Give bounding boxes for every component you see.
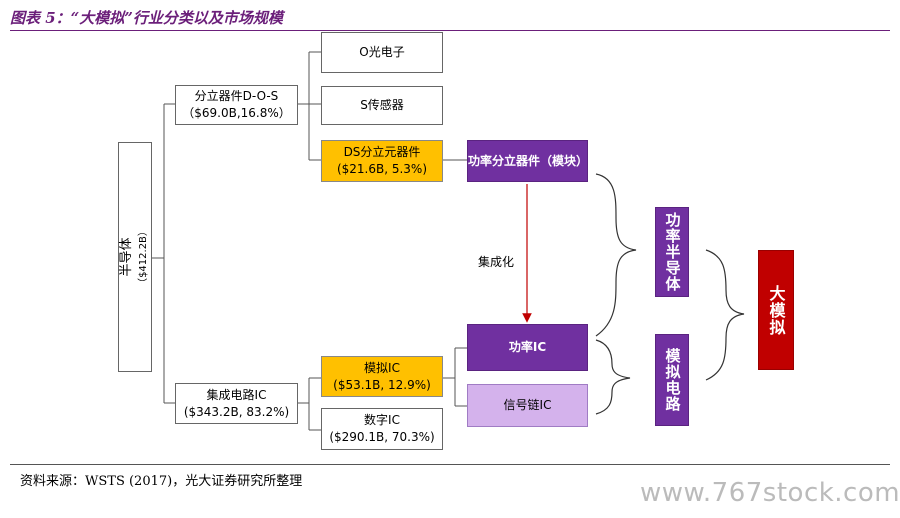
optoelectronics-label: O光电子 [359,45,405,59]
footer-rule [10,464,890,465]
source-note: 资料来源：WSTS (2017)，光大证券研究所整理 [20,474,303,489]
optoelectronics-box: O光电子 [321,32,443,73]
power-ic-label: 功率IC [508,340,547,354]
integrated-circuit-box: 集成电路IC ($343.2B, 83.2%) [175,383,298,424]
discrete-components-value: ($21.6B, 5.3%) [336,162,428,176]
digital-ic-value: ($290.1B, 70.3%) [329,430,435,444]
analog-circuit-box: 模拟电路 [655,334,689,426]
semiconductor-value: （$412.2B） [138,226,149,288]
big-analog-label: 大模拟 [766,284,786,336]
watermark: www.767stock.com [640,478,900,508]
power-ic-box: 功率IC [467,324,588,371]
discrete-components-box: DS分立元器件 ($21.6B, 5.3%) [321,140,443,182]
power-semiconductor-label: 功率半导体 [663,212,682,292]
power-semiconductor-box: 功率半导体 [655,207,689,297]
signal-chain-ic-label: 信号链IC [503,398,552,412]
digital-ic-box: 数字IC ($290.1B, 70.3%) [321,408,443,450]
semiconductor-box: 半导体 （$412.2B） [118,142,152,372]
semiconductor-label: 半导体 [119,237,134,277]
sensor-box: S传感器 [321,86,443,125]
big-analog-box: 大模拟 [758,250,794,370]
discrete-dos-box: 分立器件D-O-S （$69.0B,16.8%） [175,85,298,125]
integrated-circuit-value: ($343.2B, 83.2%) [183,404,290,419]
discrete-dos-value: （$69.0B,16.8%） [182,106,291,120]
signal-chain-ic-box: 信号链IC [467,384,588,427]
discrete-dos-label: 分立器件D-O-S [194,89,279,103]
title-rule [10,30,890,31]
digital-ic-label: 数字IC [364,413,400,427]
discrete-components-label: DS分立元器件 [343,145,421,159]
integration-label: 集成化 [478,255,515,269]
analog-ic-box: 模拟IC ($53.1B, 12.9%) [321,356,443,397]
power-discrete-box: 功率分立器件（模块） [467,140,588,182]
analog-ic-label: 模拟IC [364,360,400,375]
integrated-circuit-label: 集成电路IC [206,387,267,402]
analog-ic-value: ($53.1B, 12.9%) [333,377,431,392]
analog-circuit-label: 模拟电路 [663,348,682,412]
figure-title: 图表 5：“大模拟”行业分类以及市场规模 [10,9,283,27]
sensor-label: S传感器 [360,98,404,112]
power-discrete-label: 功率分立器件（模块） [468,153,589,168]
